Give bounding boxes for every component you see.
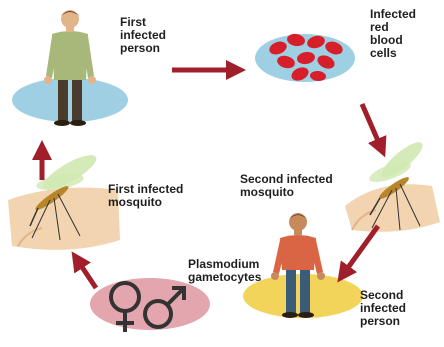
label-infected-red-blood-cells: Infected red blood cells: [370, 8, 416, 60]
infected-red-blood-cells: [255, 33, 355, 84]
arrow-mosquito-to-person: [342, 226, 378, 276]
second-infected-mosquito: [345, 137, 440, 232]
arrow-cells-to-mosquito: [362, 104, 382, 150]
first-infected-mosquito: [8, 149, 120, 250]
arrow-symbols-to-mosquito: [76, 258, 96, 288]
label-first-infected-mosquito: First infected mosquito: [108, 183, 183, 209]
gametocytes-symbols: [90, 278, 210, 332]
label-second-infected-mosquito: Second infected mosquito: [240, 173, 333, 199]
label-second-infected-person: Second infected person: [360, 289, 406, 328]
first-infected-person: [12, 10, 128, 126]
label-first-infected-person: First infected person: [120, 16, 166, 55]
label-plasmodium-gametocytes: Plasmodium gametocytes: [188, 258, 261, 284]
